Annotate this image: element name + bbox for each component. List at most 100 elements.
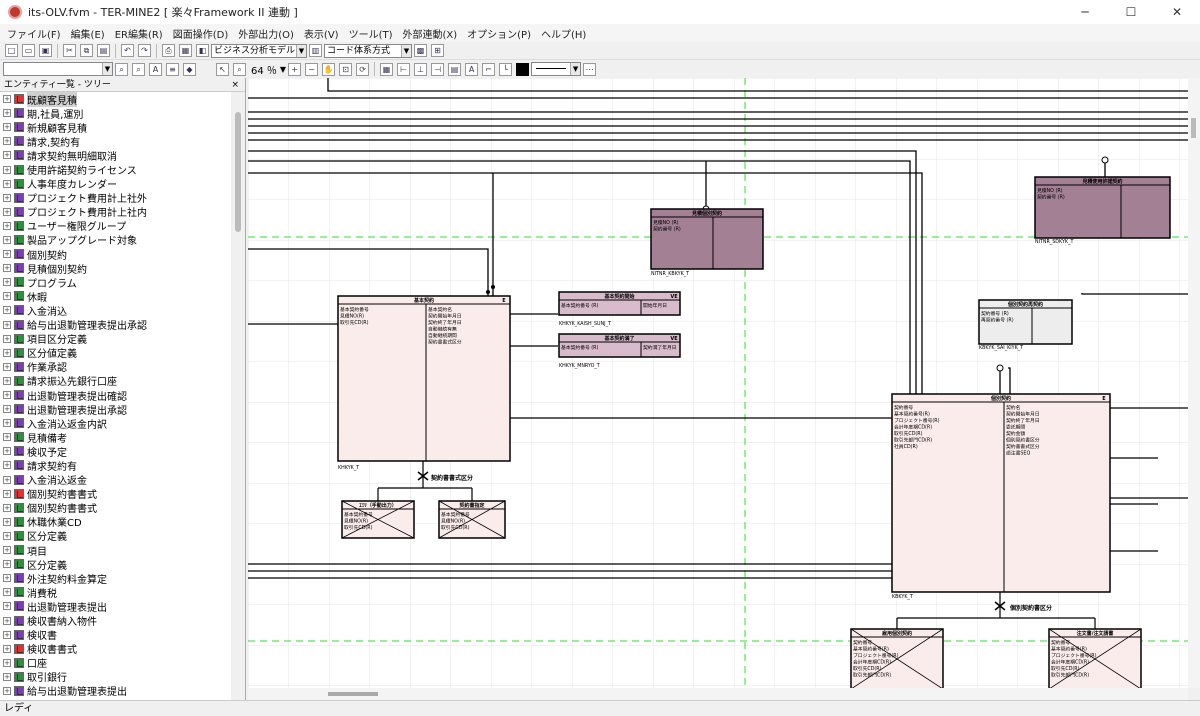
tree-scrollbar[interactable] [231,92,245,700]
close-icon[interactable]: × [231,80,239,90]
tree-item[interactable]: +出退勤管理表提出確認 [0,388,232,403]
paste-icon[interactable]: ▤ [97,44,110,57]
open-folder-icon[interactable]: ▭ [22,44,35,57]
subtype-tool-icon[interactable]: ⊥ [414,62,428,76]
expand-icon[interactable]: + [3,644,11,653]
expand-icon[interactable]: + [3,264,11,273]
tree-item[interactable]: +期,社員,運別 [0,106,232,121]
expand-icon[interactable]: + [3,292,11,301]
text-tool-icon[interactable]: A [465,62,479,76]
tree-item[interactable]: +給与出退勤管理表提出 [0,684,232,698]
rotate-icon[interactable]: ⟳ [356,62,370,76]
tree-item[interactable]: +見積備考 [0,430,232,445]
fill-color-icon[interactable] [516,62,530,76]
expand-icon[interactable]: + [3,574,11,583]
zoom-out-icon[interactable]: − [305,62,319,76]
tree-item[interactable]: +検収書書式 [0,642,232,656]
canvas-vertical-scrollbar[interactable] [1188,78,1200,688]
expand-icon[interactable]: + [3,235,11,244]
menu-er-edit[interactable]: ER編集(R) [114,29,163,41]
tree-item[interactable]: +人事年度カレンダー [0,177,232,191]
expand-icon[interactable]: + [3,630,11,639]
cut-icon[interactable]: ✂ [63,44,76,57]
expand-icon[interactable]: + [3,109,11,118]
tree-item[interactable]: +外注契約料金算定 [0,571,232,586]
save-icon[interactable]: ▣ [39,44,52,57]
expand-icon[interactable]: + [3,447,11,456]
zoom-icon[interactable]: ⌕ [233,62,246,76]
entity-tool-icon[interactable]: ▦ [380,62,394,76]
menu-tools[interactable]: ツール(T) [348,29,393,41]
redo-icon[interactable]: ↷ [138,44,151,57]
expand-icon[interactable]: + [3,193,11,202]
expand-icon[interactable]: + [3,306,11,315]
scrollbar-thumb[interactable] [235,112,241,232]
tree-item[interactable]: +既顧客見積 [0,92,232,107]
expand-icon[interactable]: + [3,376,11,385]
expand-icon[interactable]: + [3,221,11,230]
fit-window-icon[interactable]: ⊡ [339,62,353,76]
tree-item[interactable]: +見積個別契約 [0,261,232,276]
tree-item[interactable]: +個別契約 [0,247,232,262]
tree-item[interactable]: +プログラム [0,275,232,290]
tree-item[interactable]: +入金消込 [0,303,232,318]
entity-box[interactable] [337,295,511,462]
menu-file[interactable]: ファイル(F) [7,29,61,41]
expand-icon[interactable]: + [3,503,11,512]
tree-item[interactable]: +請求契約無明細取消 [0,148,232,163]
chevron-down-icon[interactable]: ▼ [102,63,112,75]
tree-item[interactable]: +使用許諾契約ライセンス [0,162,232,177]
menu-edit[interactable]: 編集(E) [70,29,105,41]
copy-icon[interactable]: ⧉ [80,44,93,57]
tree-item[interactable]: +休職休業CD [0,515,232,529]
maximize-button[interactable]: ☐ [1125,5,1137,19]
canvas-horizontal-scrollbar[interactable] [248,688,1188,700]
tree-item[interactable]: +検収予定 [0,444,232,459]
expand-icon[interactable]: + [3,658,11,667]
grid-icon[interactable]: ⊞ [431,44,444,57]
menu-diagram[interactable]: 図面操作(D) [172,29,229,41]
expand-icon[interactable]: + [3,433,11,442]
expand-icon[interactable]: + [3,602,11,611]
tree-item[interactable]: +プロジェクト費用計上社内 [0,205,232,219]
expand-icon[interactable]: + [3,588,11,597]
code-system-select[interactable]: コード体系方式 ▼ [324,43,412,58]
expand-icon[interactable]: + [3,517,11,526]
entity-box[interactable] [558,333,681,358]
tree-item[interactable]: +出退勤管理表提出承認 [0,402,232,417]
note-tool-icon[interactable]: ▤ [448,62,462,76]
elbow-line-icon[interactable]: └ [499,62,513,76]
expand-icon[interactable]: + [3,686,11,695]
tree-item[interactable]: +項目区分定義 [0,332,232,346]
expand-icon[interactable]: + [3,362,11,371]
menu-options[interactable]: オプション(P) [467,29,531,41]
tree-item[interactable]: +取引銀行 [0,670,232,684]
tree-item[interactable]: +プロジェクト費用計上社外 [0,191,232,205]
expand-icon[interactable]: + [3,320,11,329]
tree-item[interactable]: +入金消込返金 [0,473,232,487]
model-icon[interactable]: ◧ [196,44,209,57]
layout-icon[interactable]: ▩ [414,44,427,57]
tree-item[interactable]: +検収書納入物件 [0,613,232,628]
expand-icon[interactable]: + [3,179,11,188]
scrollbar-thumb[interactable] [328,692,378,696]
scrollbar-thumb[interactable] [1191,118,1196,138]
tree-item[interactable]: +製品アップグレード対象 [0,233,232,247]
relation-tool-icon[interactable]: ⊢ [397,62,411,76]
zoom-in-icon[interactable]: + [288,62,302,76]
expand-icon[interactable]: + [3,95,11,104]
expand-icon[interactable]: + [3,207,11,216]
entity-box[interactable] [891,393,1111,593]
print-icon[interactable]: ⎙ [162,44,175,57]
expand-icon[interactable]: + [3,560,11,569]
find-icon[interactable]: ⌕ [115,62,128,76]
chevron-down-icon[interactable]: ▼ [279,64,287,74]
expand-icon[interactable]: + [3,672,11,681]
chevron-down-icon[interactable]: ▼ [296,44,306,57]
entity-box[interactable] [1034,176,1171,239]
select-arrow-icon[interactable]: ↖ [216,62,229,76]
close-button[interactable]: ✕ [1171,5,1183,19]
entity-search-select[interactable]: ▼ [3,62,113,76]
